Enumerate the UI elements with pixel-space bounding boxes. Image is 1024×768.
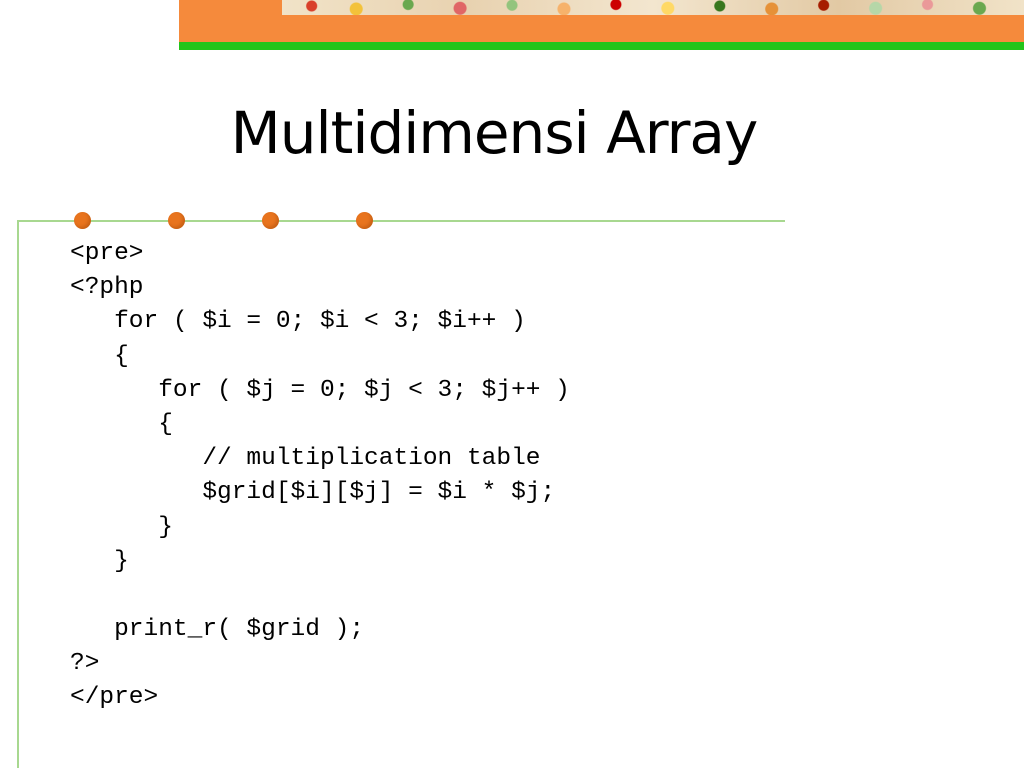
code-line: <pre> xyxy=(70,240,144,267)
decor-dot-3 xyxy=(262,212,279,229)
frame-vertical-line xyxy=(17,220,19,768)
decor-dot-2 xyxy=(168,212,185,229)
code-line: } xyxy=(70,547,129,575)
decor-dot-1 xyxy=(74,212,91,229)
green-accent-line xyxy=(179,42,1024,50)
code-line: print_r( $grid ); xyxy=(70,616,365,644)
slide-title: Multidimensi Array xyxy=(230,99,759,167)
code-line: </pre> xyxy=(70,684,159,712)
code-line: for ( $i = 0; $i < 3; $i++ ) xyxy=(70,308,526,336)
floral-banner-image xyxy=(282,0,1024,15)
code-line: <?php xyxy=(70,274,144,302)
code-line: ?> xyxy=(70,650,100,678)
code-line-blank xyxy=(70,579,570,613)
code-line: { xyxy=(70,410,173,438)
code-line: for ( $j = 0; $j < 3; $j++ ) xyxy=(70,376,570,404)
code-block: <pre> <?php for ( $i = 0; $i < 3; $i++ )… xyxy=(70,237,570,716)
code-line: $grid[$i][$j] = $i * $j; xyxy=(70,479,556,507)
frame-horizontal-line xyxy=(17,220,785,222)
code-line: { xyxy=(70,342,129,370)
code-line: // multiplication table xyxy=(70,445,541,473)
code-line: } xyxy=(70,513,173,541)
decor-dot-4 xyxy=(356,212,373,229)
